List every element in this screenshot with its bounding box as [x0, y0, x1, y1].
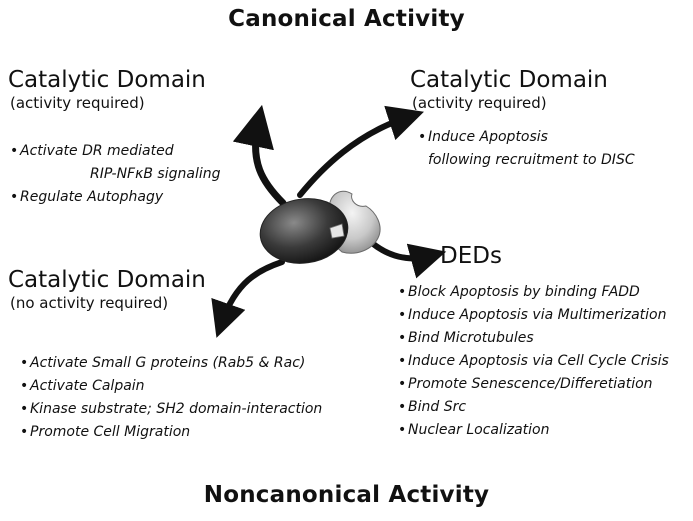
top-left-subheading: (activity required) [10, 94, 145, 112]
deds-heading: DEDs [440, 243, 502, 269]
top-right-subheading: (activity required) [412, 94, 547, 112]
list-item: RIP-NFκB signaling [90, 166, 221, 182]
bottom-left-heading: Catalytic Domain [8, 267, 206, 293]
arrow-top-right [297, 105, 424, 198]
list-item: Activate DR mediated [10, 140, 220, 163]
bottom-left-list: Activate Small G proteins (Rab5 & Rac) A… [20, 352, 322, 444]
arrow-top-left [232, 104, 287, 207]
top-right-list: Induce Apoptosis following recruitment t… [418, 126, 635, 172]
list-item: Induce Apoptosis via Cell Cycle Crisis [398, 350, 669, 373]
list-item: Induce Apoptosis via Multimerization [398, 304, 669, 327]
list-item: Block Apoptosis by binding FADD [398, 281, 669, 304]
list-item: Promote Senescence/Differetiation [398, 373, 669, 396]
bottom-left-domain-block: Catalytic Domain (no activity required) [8, 266, 206, 313]
top-right-domain-block: Catalytic Domain (activity required) [410, 66, 608, 113]
list-item: Bind Microtubules [398, 327, 669, 350]
top-right-heading: Catalytic Domain [410, 67, 608, 93]
list-item: following recruitment to DISC [428, 152, 635, 168]
list-item: Promote Cell Migration [20, 421, 322, 444]
list-item: Activate Small G proteins (Rab5 & Rac) [20, 352, 322, 375]
deds-list: Block Apoptosis by binding FADD Induce A… [398, 281, 669, 442]
list-item: Regulate Autophagy [10, 186, 220, 209]
list-item: Induce Apoptosis [418, 126, 635, 149]
arrow-bottom-left [211, 259, 285, 338]
catalytic-domain-shape [259, 198, 349, 264]
top-left-domain-block: Catalytic Domain (activity required) [8, 66, 206, 113]
linker-shape [329, 223, 345, 239]
bottom-left-subheading: (no activity required) [10, 294, 169, 312]
top-left-heading: Catalytic Domain [8, 67, 206, 93]
list-item: Activate Calpain [20, 375, 322, 398]
list-item: Bind Src [398, 396, 669, 419]
noncanonical-activity-title: Noncanonical Activity [203, 482, 490, 508]
top-left-list: Activate DR mediated RIP-NFκB signaling … [10, 140, 220, 209]
canonical-activity-title: Canonical Activity [228, 6, 465, 32]
arrow-to-deds [369, 240, 447, 279]
list-item: Kinase substrate; SH2 domain-interaction [20, 398, 322, 421]
list-item: Nuclear Localization [398, 419, 669, 442]
